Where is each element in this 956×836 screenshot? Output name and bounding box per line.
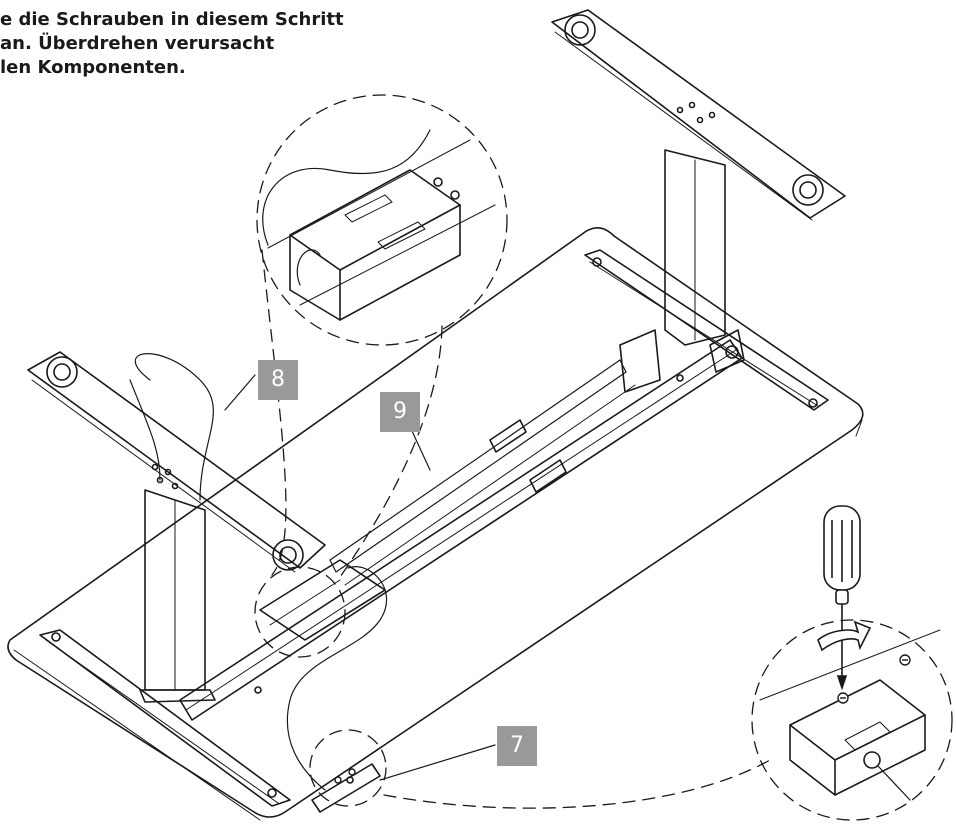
left-leg — [27, 351, 326, 703]
lower-right-detail — [759, 629, 941, 801]
callout-8: 8 — [258, 360, 298, 400]
upper-detail-box — [262, 129, 496, 321]
rotation-arrow-icon — [817, 620, 872, 652]
instruction-note-line: len Komponenten. — [0, 57, 186, 78]
right-foot — [584, 249, 829, 411]
right-leg — [551, 9, 846, 346]
control-box — [129, 353, 387, 791]
crossbar-frame — [179, 329, 745, 721]
table-top — [7, 227, 864, 821]
callout-9: 9 — [380, 392, 420, 432]
instruction-note: e die Schrauben in diesem Schritt an. Üb… — [0, 8, 420, 80]
screwdriver-icon — [823, 505, 861, 691]
instruction-note-line: e die Schrauben in diesem Schritt — [0, 9, 344, 30]
detail-magnifiers — [254, 94, 953, 821]
instruction-note-line: an. Überdrehen verursacht — [0, 33, 275, 54]
callout-7: 7 — [497, 726, 537, 766]
screw-icon — [334, 654, 911, 784]
left-foot — [39, 629, 291, 807]
handset — [311, 763, 381, 813]
callout-leaders — [224, 374, 496, 781]
